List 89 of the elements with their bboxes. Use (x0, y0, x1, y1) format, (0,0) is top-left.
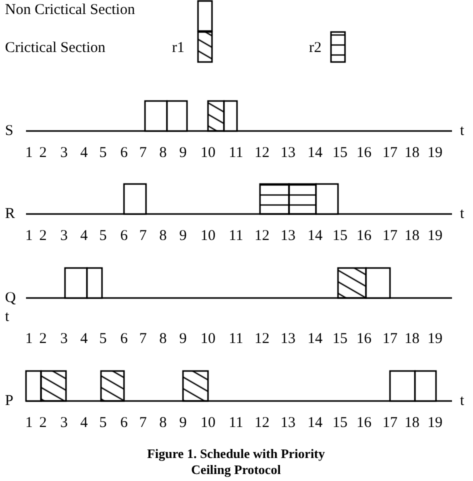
axis-label: t (460, 123, 464, 139)
tick-label: 5 (99, 331, 107, 347)
tick-label: 11 (228, 228, 244, 244)
tick-label: 15 (332, 415, 348, 431)
tick-label: 14 (308, 228, 322, 244)
tick-label: 12 (254, 331, 270, 347)
tick-label: 8 (159, 331, 167, 347)
tick-label: 9 (179, 145, 187, 161)
tick-label: 14 (308, 331, 322, 347)
tick-label: 8 (159, 228, 167, 244)
tick-label: 5 (99, 415, 107, 431)
tick-label: 1 (25, 331, 33, 347)
tick-label: 19 (428, 228, 442, 244)
tick-label: 19 (428, 415, 442, 431)
tick-label: 2 (39, 145, 47, 161)
tick-label: 11 (228, 331, 244, 347)
tick-label: 9 (179, 415, 187, 431)
tick-label: 13 (280, 228, 296, 244)
tick-label: 16 (356, 228, 372, 244)
tick-label: 7 (139, 228, 147, 244)
tick-label: 17 (382, 145, 398, 161)
tick-label: 5 (99, 228, 107, 244)
tick-label: 11 (228, 415, 244, 431)
resource-label: r2 (309, 40, 322, 56)
tick-label: 10 (200, 331, 216, 347)
tick-label: 9 (179, 331, 187, 347)
tick-label: 8 (159, 145, 167, 161)
tick-label: 2 (39, 331, 47, 347)
tick-label: 1 (25, 228, 33, 244)
tick-label: 10 (200, 145, 216, 161)
tick-label: 17 (382, 228, 398, 244)
tick-label: 13 (280, 145, 296, 161)
tick-label: 17 (382, 415, 398, 431)
tick-label: 3 (60, 331, 68, 347)
tick-label: 9 (179, 228, 187, 244)
tick-label: 4 (80, 331, 88, 347)
figure-caption: Figure 1. Schedule with Priority Ceiling Protocol (146, 446, 326, 478)
tick-label: 3 (60, 415, 68, 431)
tick-label: 7 (139, 145, 147, 161)
tick-label: 10 (200, 228, 216, 244)
tick-label: 3 (60, 145, 68, 161)
tick-label: 2 (39, 415, 47, 431)
tick-label: 17 (382, 331, 398, 347)
axis-label: t (460, 206, 464, 222)
tick-label: 12 (254, 415, 270, 431)
tick-label: 12 (254, 228, 270, 244)
tick-label: 7 (139, 415, 147, 431)
tick-label: 5 (99, 145, 107, 161)
legend-label: Crictical Section (5, 40, 106, 56)
tick-label: 19 (428, 331, 442, 347)
tick-label: 18 (404, 331, 420, 347)
tick-label: 1 (25, 145, 33, 161)
tick-label: 1 (25, 415, 33, 431)
tick-label: 12 (254, 145, 270, 161)
tick-label: 3 (60, 228, 68, 244)
tick-label: 6 (120, 331, 128, 347)
tick-label: 8 (159, 415, 167, 431)
tick-label: 15 (332, 145, 348, 161)
legend-label: Non Crictical Section (5, 2, 135, 18)
tick-label: 14 (308, 415, 322, 431)
tick-label: 7 (139, 331, 147, 347)
tick-label: 15 (332, 331, 348, 347)
tick-label: 10 (200, 415, 216, 431)
tick-label: 16 (356, 331, 372, 347)
task-label: P (5, 393, 14, 409)
tick-label: 18 (404, 145, 420, 161)
tick-label: 6 (120, 145, 128, 161)
tick-label: 6 (120, 415, 128, 431)
tick-label: 16 (356, 145, 372, 161)
axis-label: t (460, 393, 464, 409)
task-label: R (5, 206, 16, 222)
tick-label: 16 (356, 415, 372, 431)
tick-label: 13 (280, 331, 296, 347)
tick-label: 2 (39, 228, 47, 244)
tick-label: 19 (428, 145, 442, 161)
tick-label: 14 (308, 145, 322, 161)
tick-label: 11 (228, 145, 244, 161)
axis-label: t (5, 309, 10, 325)
task-label: Q (5, 290, 16, 306)
tick-label: 18 (404, 228, 420, 244)
tick-label: 4 (80, 228, 88, 244)
task-label: S (5, 123, 14, 139)
tick-label: 13 (280, 415, 296, 431)
tick-label: 18 (404, 415, 420, 431)
tick-label: 4 (80, 415, 88, 431)
tick-label: 15 (332, 228, 348, 244)
resource-label: r1 (172, 40, 184, 56)
tick-label: 6 (120, 228, 128, 244)
tick-label: 4 (80, 145, 88, 161)
